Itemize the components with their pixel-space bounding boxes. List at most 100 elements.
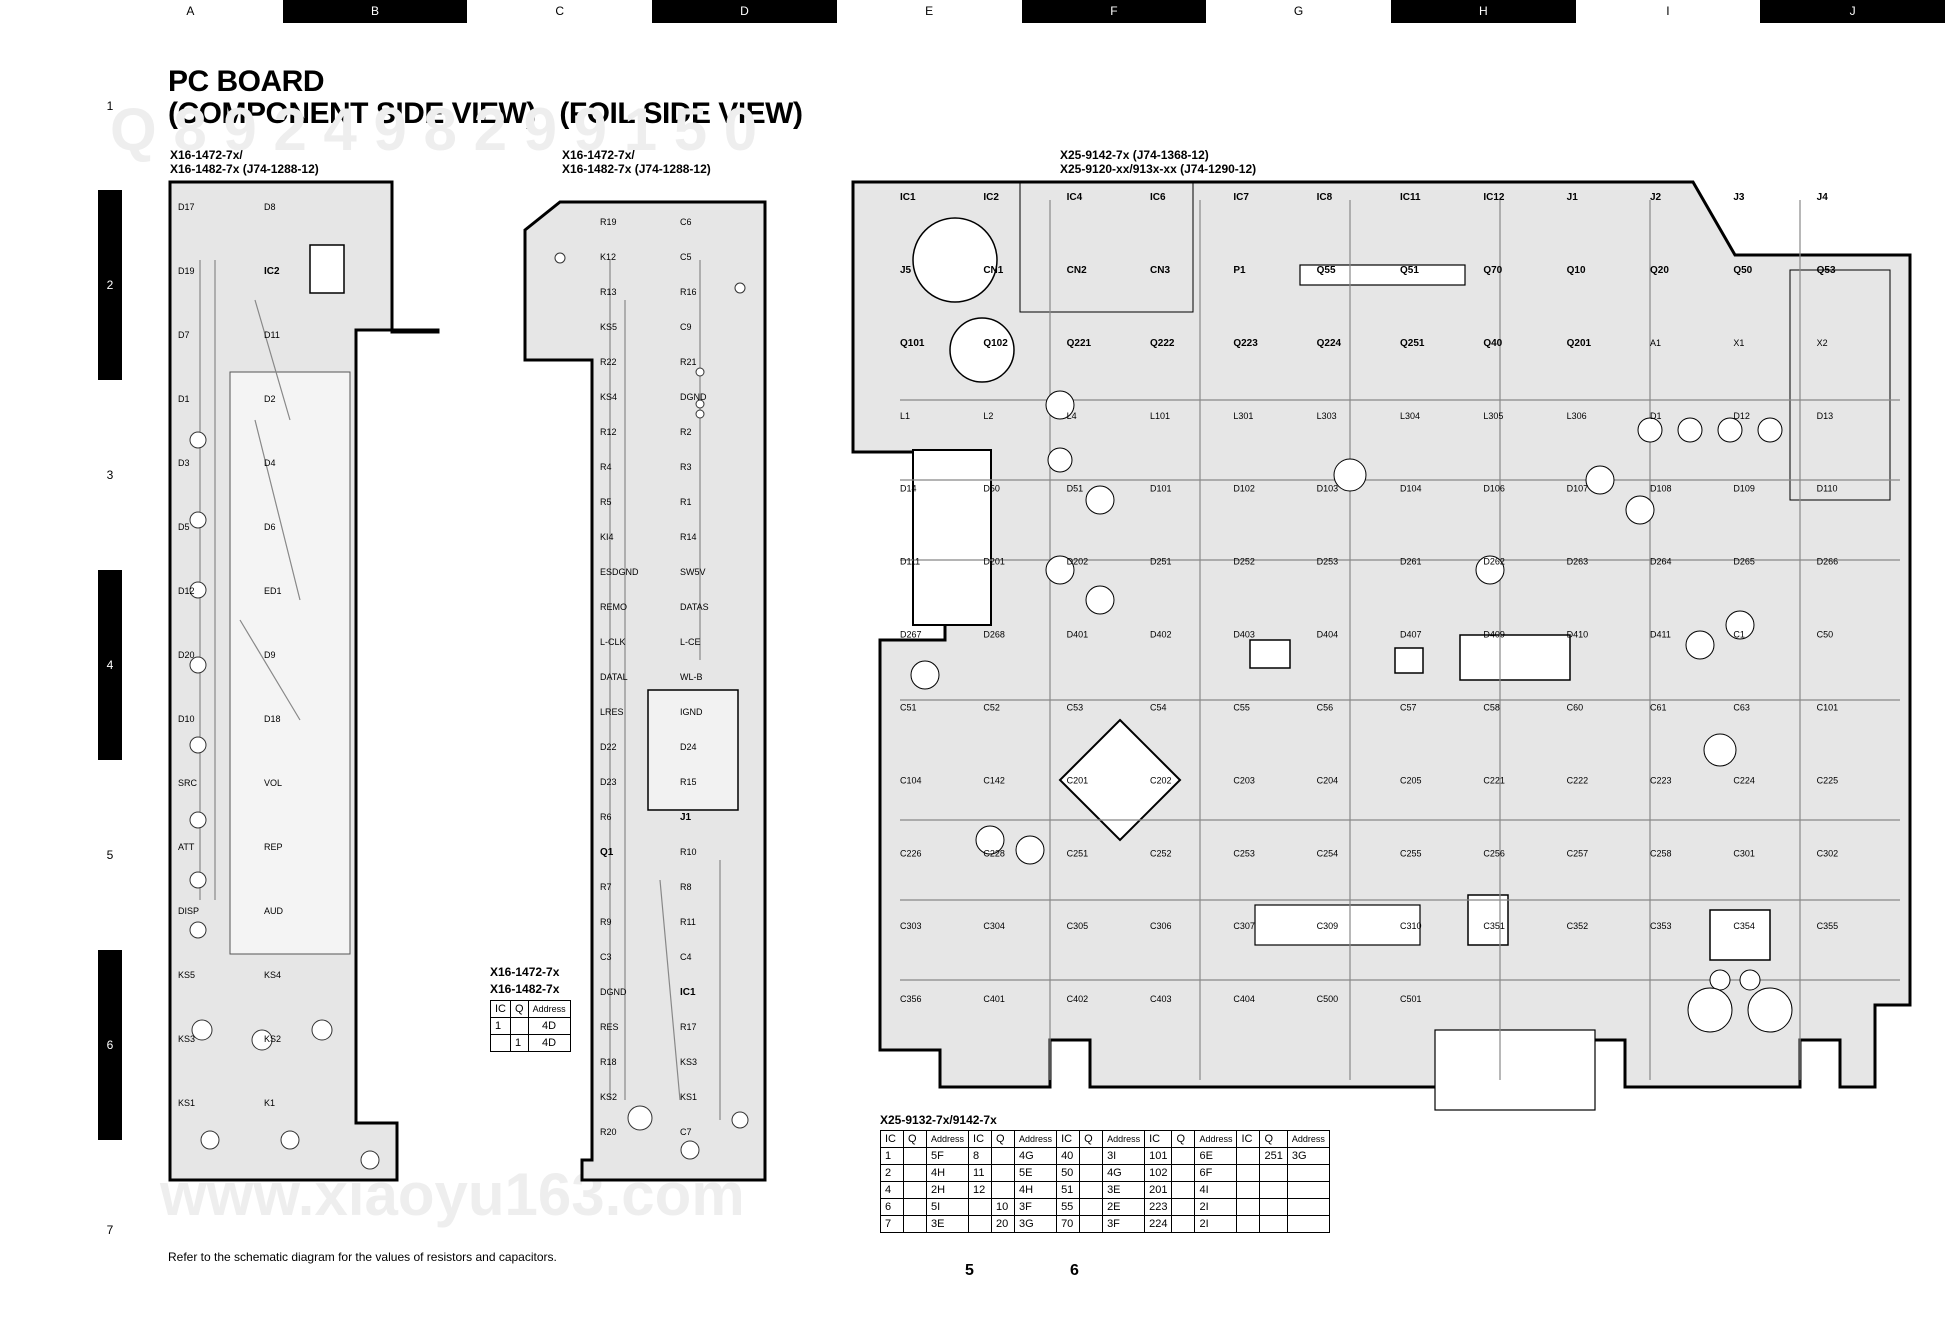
grid-col-d: D <box>652 0 837 23</box>
table-cell: 2H <box>925 1181 970 1199</box>
component-label: D409 <box>1483 630 1505 640</box>
component-label: L101 <box>1150 411 1170 421</box>
table-cell: 51 <box>1056 1181 1081 1199</box>
table-cell <box>510 1017 529 1035</box>
component-label: L305 <box>1483 411 1503 421</box>
component-label: D403 <box>1233 630 1255 640</box>
component-label: REMO <box>600 602 627 612</box>
component-label: Q224 <box>1317 338 1342 349</box>
component-label: R19 <box>600 217 617 227</box>
component-label: R5 <box>600 497 612 507</box>
component-label: LRES <box>600 707 624 717</box>
foil-side-board <box>523 200 767 1182</box>
component-label: C221 <box>1483 775 1505 785</box>
component-label: C500 <box>1317 994 1339 1004</box>
component-label: C3 <box>600 952 612 962</box>
table-cell: 1 <box>510 1034 529 1052</box>
component-label: R4 <box>600 462 612 472</box>
component-label: D102 <box>1233 484 1255 494</box>
table-cell: 4 <box>880 1181 904 1199</box>
component-label: L306 <box>1567 411 1587 421</box>
component-label: IGND <box>680 707 703 717</box>
table-cell: 3F <box>1014 1198 1058 1216</box>
component-label: D51 <box>1067 484 1084 494</box>
component-label: DATAS <box>680 602 709 612</box>
component-label: R9 <box>600 917 612 927</box>
component-label: C353 <box>1650 921 1672 931</box>
cn1-outline <box>1254 904 1421 946</box>
component-label: C252 <box>1150 848 1172 858</box>
component-label: D20 <box>178 650 195 660</box>
component-label: X1 <box>1733 338 1744 348</box>
component-label: J2 <box>1650 192 1662 203</box>
component-label: C304 <box>983 921 1005 931</box>
component-label: D6 <box>264 522 276 532</box>
table-cell: 10 <box>991 1198 1016 1216</box>
component-label: KS3 <box>680 1057 697 1067</box>
foil-side-label: X16-1472-7x/ X16-1482-7x (J74-1288-12) <box>562 148 711 176</box>
title-line-2: (COMPONENT SIDE VIEW) (FOIL SIDE VIEW) <box>168 97 803 130</box>
component-label: R20 <box>600 1127 617 1137</box>
component-label: Q222 <box>1150 338 1175 349</box>
table-cell <box>1236 1198 1261 1216</box>
small-address-table: IC Q Address 1 4D 1 4D <box>490 1000 571 1052</box>
table-cell: 4H <box>1014 1181 1058 1199</box>
component-label: L303 <box>1317 411 1337 421</box>
component-label: C56 <box>1317 702 1334 712</box>
table-cell: 5I <box>925 1198 970 1216</box>
table-cell <box>903 1164 927 1182</box>
component-label: D24 <box>680 742 697 752</box>
component-label: C224 <box>1733 775 1755 785</box>
table-header: Address <box>1194 1130 1238 1148</box>
component-label: D201 <box>983 557 1005 567</box>
component-label: D50 <box>983 484 1000 494</box>
component-label: K12 <box>600 252 616 262</box>
table-cell: 11 <box>968 1164 993 1182</box>
component-label: IC2 <box>983 192 999 203</box>
table-cell <box>1259 1164 1288 1182</box>
ic2-left-outline <box>309 244 345 294</box>
component-label: R11 <box>680 917 696 927</box>
table-cell <box>903 1181 927 1199</box>
component-label: AUD <box>264 906 284 916</box>
component-label: Q51 <box>1400 265 1419 276</box>
component-label: C203 <box>1233 775 1255 785</box>
table-cell <box>1259 1215 1288 1233</box>
component-label: R6 <box>600 812 612 822</box>
component-label: C225 <box>1817 775 1839 785</box>
component-label: J1 <box>680 812 692 823</box>
page-number-left: 5 <box>965 1262 974 1279</box>
component-label: C307 <box>1233 921 1255 931</box>
component-label: R13 <box>600 287 617 297</box>
component-label: C301 <box>1733 848 1755 858</box>
main-board-label-2: X25-9120-xx/913x-xx (J74-1290-12) <box>1060 162 1257 176</box>
component-label: L2 <box>983 411 993 421</box>
component-label: C58 <box>1483 702 1500 712</box>
table-cell: 3E <box>1102 1181 1146 1199</box>
component-label: KS5 <box>600 322 617 332</box>
component-label: C310 <box>1400 921 1422 931</box>
component-label: C254 <box>1317 848 1339 858</box>
component-label: C402 <box>1067 994 1089 1004</box>
table-cell <box>1286 1164 1330 1182</box>
component-label: VOL <box>264 778 282 788</box>
component-label: L-CLK <box>600 637 626 647</box>
component-label: D401 <box>1067 630 1089 640</box>
component-label: J5 <box>900 265 912 276</box>
component-label: R3 <box>680 462 692 472</box>
component-label: Q20 <box>1650 265 1669 276</box>
component-label: C7 <box>680 1127 692 1137</box>
component-label: D104 <box>1400 484 1422 494</box>
component-label: D11 <box>264 330 280 340</box>
ic4-outline <box>1299 264 1466 286</box>
component-label: D22 <box>600 742 617 752</box>
component-label: REP <box>264 842 283 852</box>
component-label: L1 <box>900 411 910 421</box>
component-label: K1 <box>264 1098 275 1108</box>
component-label: D263 <box>1567 557 1589 567</box>
component-label: Q55 <box>1317 265 1336 276</box>
table-cell <box>903 1147 927 1165</box>
component-label: D3 <box>178 458 190 468</box>
